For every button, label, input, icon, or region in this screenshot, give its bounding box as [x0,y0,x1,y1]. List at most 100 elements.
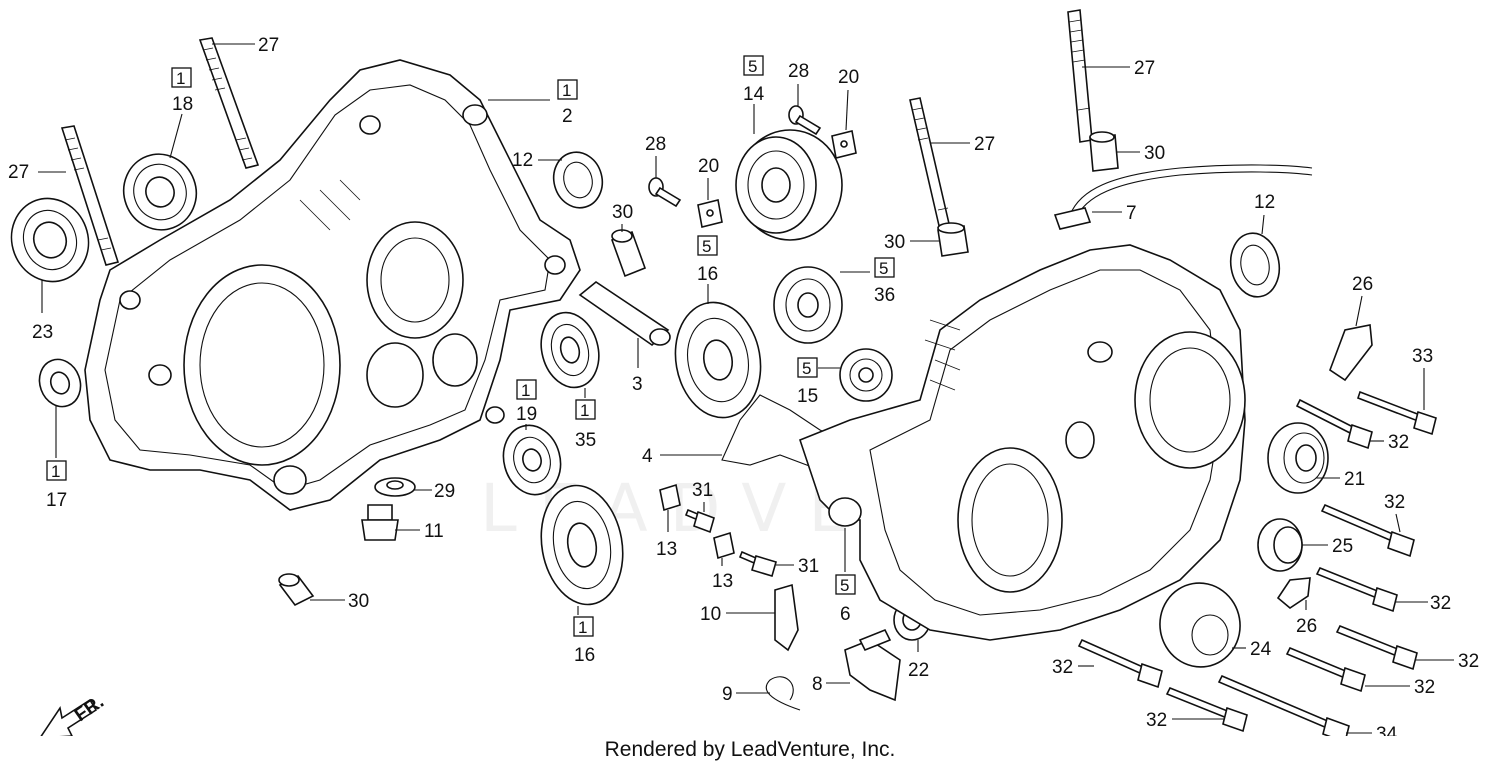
svg-text:22: 22 [908,660,929,681]
callout-17: 1 17 [46,405,67,511]
callout-7: 7 [1092,203,1137,224]
svg-text:14: 14 [743,84,765,105]
callout-13-b: 13 [712,558,733,592]
svg-text:30: 30 [884,232,905,253]
callout-2: 1 2 [488,79,578,127]
svg-text:12: 12 [512,150,533,171]
bolt-32-a [1295,398,1373,450]
svg-text:32: 32 [1384,492,1405,513]
callout-8: 8 [812,674,850,695]
svg-text:4: 4 [642,446,653,467]
svg-text:26: 26 [1296,616,1317,637]
svg-text:33: 33 [1412,346,1433,367]
svg-text:29: 29 [434,481,455,502]
bolt-32-f [1077,638,1163,689]
callout-6: 5 6 [835,528,856,625]
svg-text:7: 7 [1126,203,1137,224]
svg-text:32: 32 [1414,677,1435,698]
svg-text:32: 32 [1458,651,1479,672]
svg-text:17: 17 [46,490,67,511]
svg-text:27: 27 [1134,58,1155,79]
bolt-31-a [684,508,715,534]
svg-text:28: 28 [788,61,809,82]
svg-text:6: 6 [840,604,851,625]
svg-text:25: 25 [1332,536,1353,557]
bushing-25 [1257,518,1303,572]
oil-seal-12-left [552,151,604,209]
callout-29: 29 [414,481,455,502]
callout-4: 4 [642,446,722,467]
svg-text:16: 16 [574,645,595,666]
rendered-by-footer: Rendered by LeadVenture, Inc. [604,738,896,761]
callout-20-a: 20 [838,67,859,131]
callout-30-a: 30 [612,202,633,232]
callout-30-b: 30 [310,591,369,612]
callout-32-b: 32 [1384,492,1405,533]
oil-seal-21 [1267,422,1329,494]
svg-text:27: 27 [974,134,995,155]
callout-33: 33 [1412,346,1433,410]
callout-26-a: 26 [1352,274,1373,327]
clamp-26-lower [1276,577,1311,609]
svg-text:27: 27 [8,162,29,183]
svg-text:16: 16 [697,264,718,285]
svg-text:5: 5 [748,57,757,76]
svg-text:1: 1 [521,381,530,400]
bolt-32-c [1315,566,1398,613]
clamp-26-upper [1329,324,1373,382]
stud-bolt-27-left [198,37,260,169]
bolt-33 [1356,390,1437,436]
bolt-32-g [1165,686,1248,733]
callout-9: 9 [722,684,770,705]
callout-32-a: 32 [1370,432,1409,453]
lever-8 [844,628,901,702]
callout-15: 5 15 [797,357,840,407]
bolt-32-b [1320,503,1415,558]
callout-16-a: 1 16 [573,606,595,666]
pipe-3 [578,281,671,347]
bearing-17 [38,358,82,408]
washer-13-b [713,531,735,560]
svg-text:31: 31 [692,480,713,501]
callout-22: 22 [908,640,929,681]
callout-34: 34 [1346,724,1398,736]
svg-text:10: 10 [700,604,721,625]
callout-32-c: 32 [1395,593,1451,614]
svg-text:1: 1 [562,81,571,100]
callout-21: 21 [1316,469,1365,490]
bracket-10 [774,583,799,652]
svg-text:30: 30 [348,591,369,612]
svg-text:24: 24 [1250,639,1272,660]
svg-text:3: 3 [632,374,643,395]
svg-text:30: 30 [612,202,633,223]
callout-32-e: 32 [1365,677,1435,698]
bearing-36 [773,266,843,344]
callout-31-a: 31 [692,480,713,512]
dowel-pin-30-b [278,573,315,607]
svg-text:8: 8 [812,674,823,695]
callout-18: 1 18 [169,67,193,159]
callout-28-b: 28 [788,61,809,106]
svg-text:5: 5 [702,237,711,256]
callout-14: 5 14 [743,55,765,134]
dowel-pin-30-a [610,229,647,278]
clip-9 [765,676,801,711]
bearing-16-upper [674,301,762,419]
stud-bolt-27-center [909,97,951,231]
crankcase-exploded-diagram: FR. 27 1 18 1 2 27 23 1 17 12 [8,9,1479,736]
callout-12-b: 12 [1254,192,1275,235]
svg-text:9: 9 [722,684,733,705]
svg-text:11: 11 [424,521,444,542]
svg-text:19: 19 [516,404,537,425]
bearing-35 [540,311,600,389]
svg-text:13: 13 [712,571,733,592]
svg-text:5: 5 [802,359,811,378]
svg-text:32: 32 [1388,432,1409,453]
svg-text:20: 20 [838,67,859,88]
svg-text:15: 15 [797,386,818,407]
bearing-18 [122,153,198,231]
bolt-31-b [738,550,777,577]
bearing-16-lower [540,484,624,606]
plate-20-a [697,199,723,228]
svg-text:23: 23 [32,322,53,343]
